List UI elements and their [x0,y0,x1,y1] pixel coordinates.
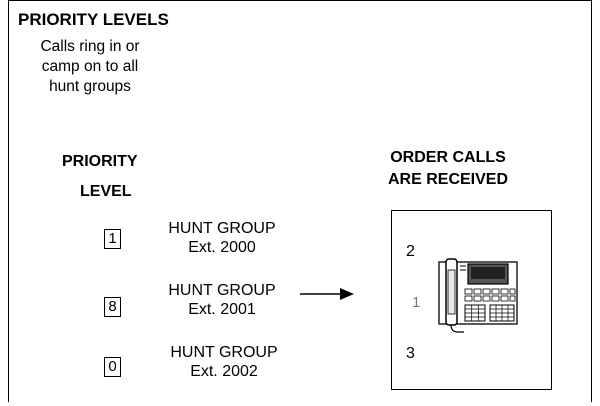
hunt-group-3: HUNT GROUP Ext. 2002 [144,343,304,381]
hunt-group-1-ext: Ext. 2000 [188,239,256,256]
order-number-2: 1 [412,294,421,311]
hunt-group-2: HUNT GROUP Ext. 2001 [142,281,302,319]
priority-box-2: 8 [104,297,121,317]
order-box: 2 1 3 [391,210,552,390]
order-header-line-2: ARE RECEIVED [388,171,509,188]
hunt-group-3-name: HUNT GROUP [170,344,278,361]
order-header: ORDER CALLS ARE RECEIVED [388,147,508,191]
hunt-group-1-name: HUNT GROUP [168,220,276,237]
hunt-group-2-ext: Ext. 2001 [188,301,256,318]
priority-box-3: 0 [104,357,121,377]
hunt-group-2-name: HUNT GROUP [168,282,276,299]
description: Calls ring in or camp on to all hunt gro… [30,37,150,97]
hunt-group-3-ext: Ext. 2002 [190,363,258,380]
hunt-group-1: HUNT GROUP Ext. 2000 [142,219,302,257]
priority-header-line-1: PRIORITY [62,153,138,170]
diagram-frame [8,0,592,402]
priority-header-line-2: LEVEL [80,183,132,200]
priority-box-1: 1 [104,229,121,249]
description-line-2: camp on to all [41,58,139,75]
description-line-3: hunt groups [49,78,131,95]
right-arrow-icon [300,288,354,300]
telephone-icon [438,258,518,333]
order-number-1: 2 [406,243,415,260]
order-header-line-1: ORDER CALLS [390,149,506,166]
order-number-3: 3 [406,345,415,362]
description-line-1: Calls ring in or [40,38,140,55]
diagram-title: PRIORITY LEVELS [18,10,169,29]
